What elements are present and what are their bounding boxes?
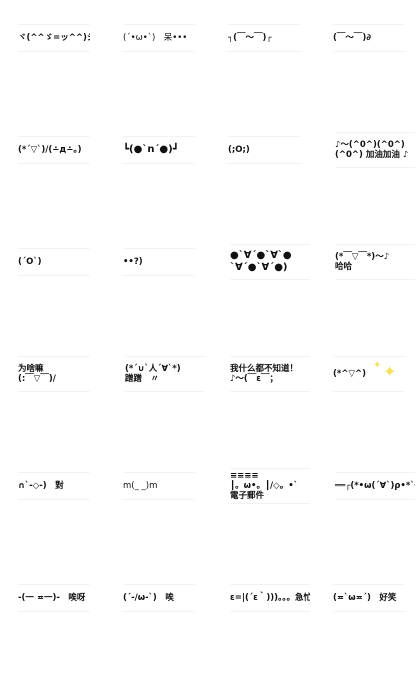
sticker[interactable]: ∩`-◇-) 對 <box>18 472 90 500</box>
sticker-text: (´•ω•`) 呆••• <box>123 33 188 43</box>
sticker[interactable]: ●`∀´●`∀`● `∀´●`∀´●) <box>230 244 310 280</box>
sticker-text: 为啥嘛 <box>18 364 44 374</box>
sticker[interactable]: ┐(￣～￣)┌ <box>228 24 300 52</box>
sticker-text: (*´∪`人´∀`*) <box>125 364 181 374</box>
sticker[interactable]: 我什么都不知道！ ♪～(￣ε￣； <box>230 356 310 392</box>
sticker-cell-5[interactable]: (*´▽`)/(∸д∸。) <box>0 112 105 224</box>
sticker-cell-10[interactable]: ••?) <box>105 224 210 336</box>
sticker-text: 我什么都不知道！ <box>230 364 299 374</box>
sticker[interactable]: ヾ(^^ゞ=ッ^^)シ <box>18 24 90 52</box>
sticker-text: (￣～￣)∂ <box>333 33 371 43</box>
sparkle-icon: ✦ <box>383 362 397 381</box>
sticker[interactable]: (*￣▽￣*)～♪ 哈哈 <box>335 244 415 280</box>
sticker-cell-17[interactable]: ∩`-◇-) 對 <box>0 448 105 560</box>
sticker-cell-2[interactable]: (´•ω•`) 呆••• <box>105 0 210 112</box>
sticker-text: ε=|(´ε｀)))。。。急忙 <box>230 593 310 603</box>
sticker[interactable]: (￣～￣)∂ <box>333 24 405 52</box>
sticker-text: (^0^) 加油加油 ♪ <box>335 150 409 160</box>
sticker-text: ♪～(￣ε￣； <box>230 374 279 384</box>
sticker-text: ┗(●`n´●)┛ <box>123 144 179 155</box>
sticker-text: (*￣▽￣*)～♪ <box>335 252 390 262</box>
sticker-text: (;O;) <box>228 145 250 155</box>
sticker-text: ∩`-◇-) 對 <box>18 481 64 491</box>
sticker-text: (:￣▽￣)/ <box>18 374 56 384</box>
sticker-cell-14[interactable]: (*´∪`人´∀`*) 蹭蹭 〃 <box>105 336 210 448</box>
sticker[interactable]: (´•ω•`) 呆••• <box>123 24 195 52</box>
sticker-text: (´O`) <box>18 257 42 267</box>
sticker[interactable]: (*´∪`人´∀`*) 蹭蹭 〃 <box>125 356 205 392</box>
sticker-text: ♪～(^0^)(^0^) <box>335 140 405 150</box>
sticker[interactable]: 为啥嘛 (:￣▽￣)/ <box>18 356 90 392</box>
sticker-text: 電子郵件 <box>230 491 265 501</box>
sticker-cell-18[interactable]: m(_ _)m <box>105 448 210 560</box>
sticker[interactable]: ┗(●`n´●)┛ <box>123 136 195 164</box>
sticker[interactable]: (≖`ω≖´) 好笑 <box>333 584 405 612</box>
sticker[interactable]: ══┌(*•ω(´∀`)ρ•*`══ <box>335 472 415 500</box>
sticker-text: ┃。ω•。┃/◇。•` <box>230 481 298 491</box>
sticker-cell-19[interactable]: ≡≡≡≡ ┃。ω•。┃/◇。•` 電子郵件 <box>210 448 315 560</box>
sticker-text: ●`∀´●`∀`● <box>230 250 292 261</box>
sticker-cell-3[interactable]: ┐(￣～￣)┌ <box>210 0 315 112</box>
sparkles: ✦ ✦ <box>373 357 401 381</box>
sticker-text: ══┌(*•ω(´∀`)ρ•*`══ <box>335 481 415 491</box>
sticker[interactable]: ♪～(^0^)(^0^) (^0^) 加油加油 ♪ <box>335 132 415 168</box>
sticker-text: (´-/ω-`) 唉 <box>123 593 174 603</box>
sticker-cell-21[interactable]: -(一 ≖一)- 唉呀 <box>0 560 105 672</box>
sticker-text: (*^▽^) <box>333 369 366 379</box>
sticker[interactable]: (´O`) <box>18 248 90 276</box>
sticker-cell-9[interactable]: (´O`) <box>0 224 105 336</box>
sticker-cell-24[interactable]: (≖`ω≖´) 好笑 <box>315 560 420 672</box>
sticker[interactable]: (*^▽^) ✦ ✦ <box>333 356 405 392</box>
sticker[interactable]: ε=|(´ε｀)))。。。急忙 <box>230 584 310 612</box>
sticker[interactable]: (´-/ω-`) 唉 <box>123 584 195 612</box>
sticker-cell-22[interactable]: (´-/ω-`) 唉 <box>105 560 210 672</box>
sticker-cell-11[interactable]: ●`∀´●`∀`● `∀´●`∀´●) <box>210 224 315 336</box>
sticker-cell-16[interactable]: (*^▽^) ✦ ✦ <box>315 336 420 448</box>
sticker-text: ┐(￣～￣)┌ <box>228 33 272 43</box>
sticker-cell-13[interactable]: 为啥嘛 (:￣▽￣)/ <box>0 336 105 448</box>
sticker-cell-8[interactable]: ♪～(^0^)(^0^) (^0^) 加油加油 ♪ <box>315 112 420 224</box>
sticker[interactable]: (*´▽`)/(∸д∸。) <box>18 136 90 164</box>
sticker-text: -(一 ≖一)- 唉呀 <box>18 593 86 603</box>
sticker[interactable]: m(_ _)m <box>123 472 195 500</box>
sticker-text: 蹭蹭 〃 <box>125 374 160 384</box>
sticker-cell-20[interactable]: ══┌(*•ω(´∀`)ρ•*`══ <box>315 448 420 560</box>
sticker-cell-4[interactable]: (￣～￣)∂ <box>315 0 420 112</box>
sticker[interactable]: ••?) <box>123 248 195 276</box>
sticker-text: ≡≡≡≡ <box>230 471 259 481</box>
sticker-text: m(_ _)m <box>123 481 158 491</box>
sticker-text: ••?) <box>123 257 143 267</box>
sticker-text: ヾ(^^ゞ=ッ^^)シ <box>18 33 90 43</box>
sticker-text: (*´▽`)/(∸д∸。) <box>18 145 82 155</box>
sticker-cell-12[interactable]: (*￣▽￣*)～♪ 哈哈 <box>315 224 420 336</box>
sticker[interactable]: (;O;) <box>228 136 300 164</box>
sticker-text: `∀´●`∀´●) <box>230 262 288 273</box>
sticker-cell-23[interactable]: ε=|(´ε｀)))。。。急忙 <box>210 560 315 672</box>
sticker-cell-1[interactable]: ヾ(^^ゞ=ッ^^)シ <box>0 0 105 112</box>
sticker-cell-15[interactable]: 我什么都不知道！ ♪～(￣ε￣； <box>210 336 315 448</box>
sparkle-icon: ✦ <box>373 360 382 371</box>
sticker-cell-7[interactable]: (;O;) <box>210 112 315 224</box>
sticker[interactable]: -(一 ≖一)- 唉呀 <box>18 584 90 612</box>
sticker[interactable]: ≡≡≡≡ ┃。ω•。┃/◇。•` 電子郵件 <box>230 468 310 504</box>
sticker-cell-6[interactable]: ┗(●`n´●)┛ <box>105 112 210 224</box>
sticker-text: 哈哈 <box>335 262 353 272</box>
sticker-text: (≖`ω≖´) 好笑 <box>333 593 397 603</box>
